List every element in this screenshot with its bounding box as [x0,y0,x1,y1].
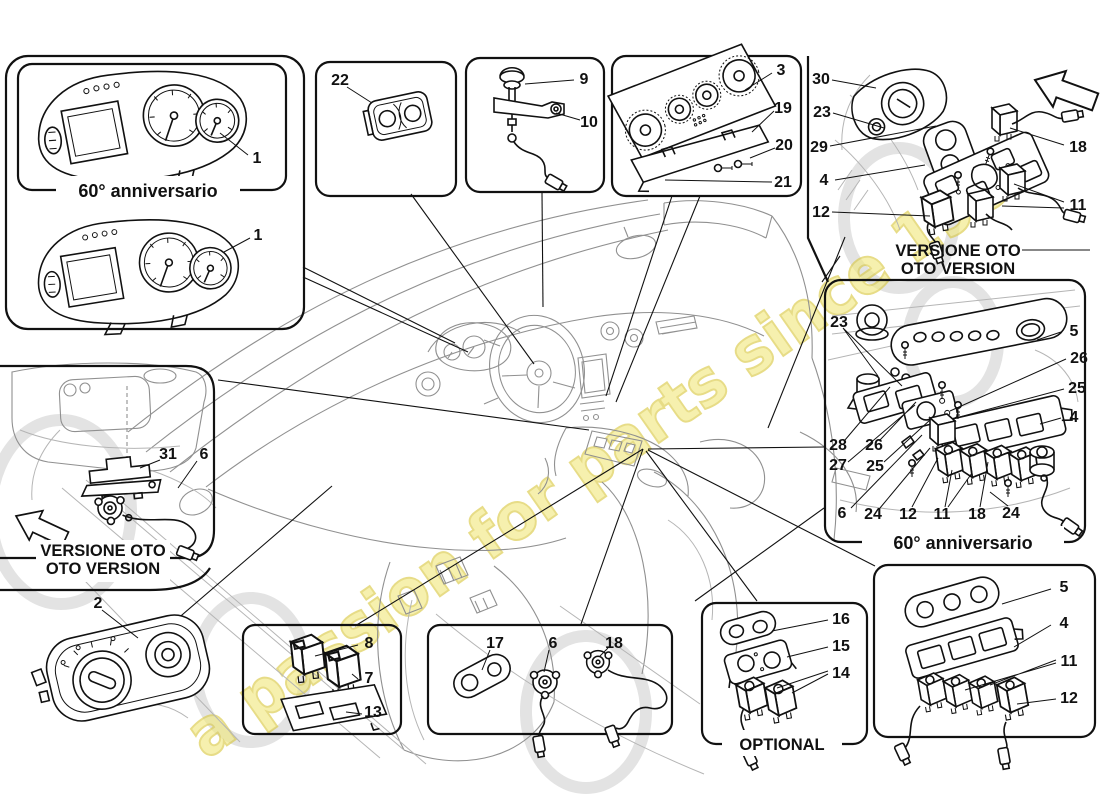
callout-26-left: 26 [865,437,883,454]
callout-18-mid: 18 [968,506,986,523]
callout-4-mid: 4 [1070,409,1079,426]
callout-18-top: 18 [1069,139,1087,156]
part-31-6-sensor-assembly [80,455,201,563]
label-versione-left-1: VERSIONE OTO [40,542,165,560]
callout-4-top: 4 [820,172,829,189]
callout-4-br: 4 [1060,615,1069,632]
part-drawings [30,43,1087,772]
callout-23-mid: 23 [830,314,848,331]
label-versione-right-2: OTO VERSION [901,260,1015,278]
part-3-climate-panel [606,43,777,159]
callout-28: 28 [829,437,847,454]
console-topview-sketch [11,362,207,472]
left-arrow-icon [14,509,70,548]
boundary-part2 [0,567,211,592]
callout-29: 29 [810,139,828,156]
callout-25-left: 25 [866,458,884,475]
part-22-display [362,91,433,141]
part-2-light-switch-panel [30,614,211,722]
callout-23-top: 23 [813,104,831,121]
box-climate-panel [610,54,803,198]
callout-21: 21 [774,174,792,191]
callout-19: 19 [774,100,792,117]
callout-18-bottom: 18 [605,635,623,652]
callout-5-br: 5 [1060,579,1069,596]
parts-17-6-18-sensors [453,649,668,759]
callout-10: 10 [580,114,598,131]
box-parts-8-7-13 [241,623,403,736]
callout-14: 14 [832,665,850,682]
parts-5-4-11-12-switchpack [893,576,1032,771]
callout-26-right: 26 [1070,350,1088,367]
callout-12-top: 12 [812,204,830,221]
callout-12-br: 12 [1060,690,1078,707]
callout-6-bottom: 6 [549,635,558,652]
direction-arrows [14,69,1100,548]
parts-8-7-13-switches [280,632,388,732]
label-anniversario-top: 60° anniversario [78,181,217,201]
callout-6-mid: 6 [838,505,847,522]
box-parts-9-10 [464,56,606,194]
callout-30: 30 [812,71,830,88]
callout-22: 22 [331,72,349,89]
ignition-assembly [851,68,1087,265]
callout-8: 8 [365,635,374,652]
labels: 60° anniversario 60° anniversario VERSIO… [36,176,1064,756]
part-19-bracket [630,124,770,193]
callout-7: 7 [365,670,374,687]
callout-ticks [101,72,1067,715]
callout-11-mid: 11 [934,506,951,523]
top-right-arrow-icon [1033,69,1100,112]
callout-31: 31 [159,446,177,463]
callout-24-a: 24 [864,506,882,523]
callout-17: 17 [486,635,504,652]
car-interior-sketch [19,74,1081,775]
callout-numbers: 1 1 22 9 10 3 19 20 21 30 23 29 4 12 18 … [94,62,1088,721]
box-part-22 [314,60,458,198]
callout-1-standard: 1 [254,227,263,244]
callout-13: 13 [364,704,382,721]
parts-20-21-screws [713,159,753,173]
callout-5-mid: 5 [1070,323,1079,340]
label-versione-right-1: VERSIONE OTO [895,242,1020,260]
callout-2: 2 [94,595,103,612]
callout-11-top: 11 [1070,197,1087,214]
label-anniversario-mid: 60° anniversario [893,533,1032,553]
callout-16: 16 [832,611,850,628]
leader-lines [153,192,876,640]
callout-27: 27 [829,457,847,474]
label-versione-left-2: OTO VERSION [46,560,160,578]
boundary-top-right [806,56,830,283]
callout-9: 9 [580,71,589,88]
part-1-cluster-standard [34,214,243,339]
callout-12-mid: 12 [899,506,917,523]
callout-3: 3 [777,62,786,79]
box-parts-17-6-18 [426,623,674,736]
callout-1-anniversario: 1 [253,150,262,167]
box-parts-5-4-11-12 [872,563,1097,739]
callout-15: 15 [832,638,850,655]
label-optional: OPTIONAL [739,736,824,754]
tunnel-assembly-anniversario [846,297,1085,539]
parts-9-10-sun-sensor [493,66,569,194]
callout-20: 20 [775,137,793,154]
callout-25-right: 25 [1068,380,1086,397]
callout-24-b: 24 [1002,505,1020,522]
box-left-outer [4,54,306,331]
callout-11-br: 11 [1061,653,1078,670]
callout-6-left: 6 [200,446,209,463]
